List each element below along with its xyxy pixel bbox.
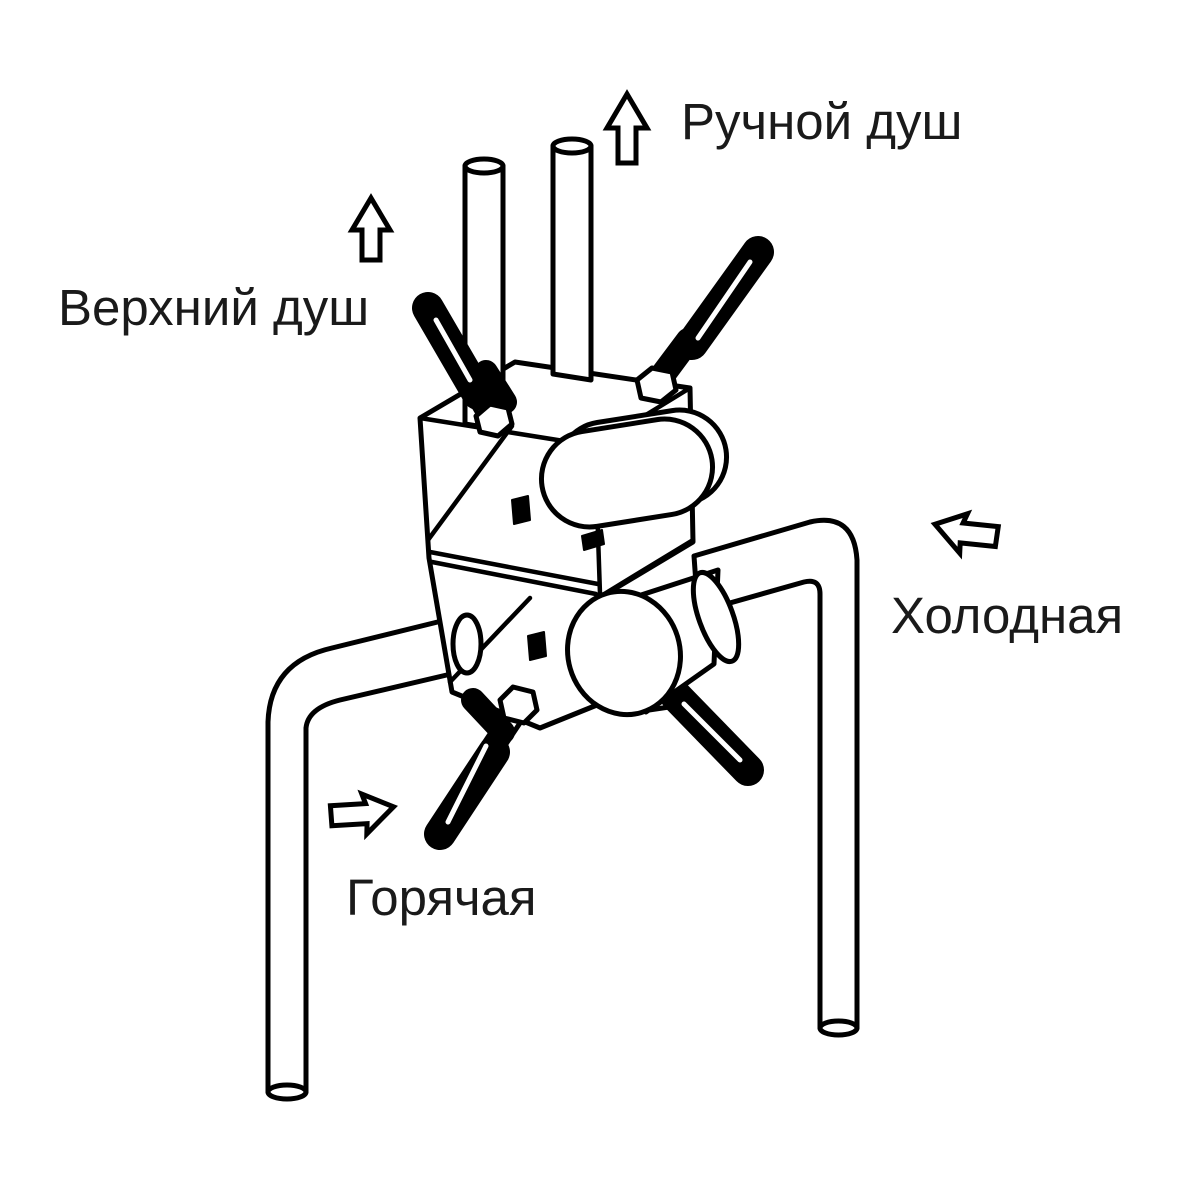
knob-face [538,416,716,530]
cold-water-arrow-icon [930,509,1002,560]
hot-water-inlet-pipe [265,613,471,1102]
hand-shower-riser [550,143,594,383]
overhead-shower-arrow-up-icon [347,193,395,263]
hand-shower-riser-cap [550,136,594,156]
hand-shower-arrow-up-icon [602,89,652,166]
label-cold-water: Холодная [891,587,1124,644]
lever-handle-highlight [695,259,753,341]
knob-back-rim [690,569,742,665]
valve-flange-seam-upper [427,549,601,587]
lever-base-nut [473,401,515,439]
lower-cartridge-knob [565,567,742,718]
valve-left-facet-line [425,423,515,543]
label-hot-water: Горячая [346,869,537,926]
valve-right-face-bottom-edge [598,537,696,599]
hot-pipe-body [265,613,471,1095]
valve-port-upper [511,495,531,525]
knob-face [565,588,683,718]
hot-pipe-end-cap [265,1082,309,1102]
cold-pipe-end-cap [817,1018,860,1038]
hot-water-arrow-icon [327,789,398,841]
hot-pipe-flange [450,612,484,676]
lever-base-nut [634,365,679,405]
valve-port-face [581,529,605,551]
label-hand-shower: Ручной душ [681,93,963,150]
hand-shower-outlet-pipe [550,136,594,383]
mounting-lever-top-left [412,292,517,439]
lever-handle-highlight [433,317,473,383]
lever-base-nut [497,684,540,726]
mounting-lever-top-right [634,236,774,405]
lever-handle-highlight [681,701,743,763]
upper-cartridge-knob [538,407,730,530]
label-overhead-shower: Верхний душ [58,279,370,336]
valve-port-lower [527,631,547,661]
overhead-shower-riser-cap [462,156,506,176]
lever-handle-highlight [445,743,489,825]
lever-collar [474,360,517,414]
valve-flange-seam-lower [429,559,599,597]
lever-cross-arm [461,688,515,744]
mounting-lever-bottom-left [424,684,540,850]
